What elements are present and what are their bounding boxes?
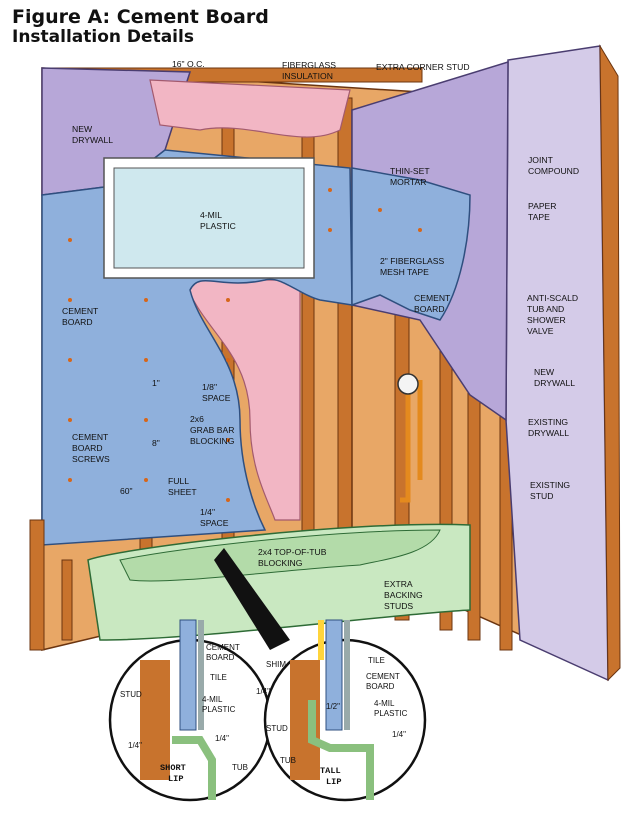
callout-labels: 16" O.C. FIBERGLASS INSULATION EXTRA COR… [62,59,579,611]
label-existing-stud-2: STUD [530,491,553,501]
label-eighth-space-1: 1/8" [202,382,217,392]
label-screws-2: BOARD [72,443,103,453]
short-stud: STUD [120,690,142,699]
label-eight-inch: 8" [152,438,160,448]
label-thinset-mortar-2: MORTAR [390,177,426,187]
label-grab-bar-3: BLOCKING [190,436,235,446]
label-valve-3: SHOWER [527,315,566,325]
label-joint-compound-1: JOINT [528,155,554,165]
label-new-drywall-right-1: NEW [534,367,555,377]
short-plastic-1: 4-MIL [202,695,223,704]
short-tub: TUB [232,763,248,772]
label-quarter-space-1: 1/4" [200,507,215,517]
label-screws-3: SCREWS [72,454,110,464]
tall-plastic-2: PLASTIC [374,709,408,718]
tall-plastic-1: 4-MIL [374,699,395,708]
label-new-drywall-right-2: DRYWALL [534,378,575,388]
short-lip-2: LIP [168,774,183,784]
label-existing-drywall-2: DRYWALL [528,428,569,438]
tall-lip-2: LIP [326,777,341,787]
label-mesh-tape-1: 2" FIBERGLASS [380,256,444,266]
label-cement-board-left-2: BOARD [62,317,93,327]
cement-board-right [351,167,471,321]
label-full-sheet-1: FULL [168,476,189,486]
foreground-studs [29,519,73,651]
label-sixty-inch: 60" [120,486,133,496]
label-fiberglass-insulation-1: FIBERGLASS [282,60,336,70]
label-cement-board-right-1: CEMENT [414,293,451,303]
label-backing-studs-1: EXTRA [384,579,413,589]
tall-cement-board-2: BOARD [366,682,395,691]
tall-lip-1: TALL [320,766,341,776]
cement-board-screws [68,188,422,502]
label-tub-blocking-2: BLOCKING [258,558,303,568]
label-backing-studs-2: BACKING [384,590,423,600]
label-backing-studs-3: STUDS [384,601,413,611]
label-existing-stud-1: EXISTING [530,480,570,490]
label-new-drywall-left-2: DRYWALL [72,135,113,145]
label-cement-board-right-2: BOARD [414,304,445,314]
label-one-inch: 1" [152,378,160,388]
shower-valve [397,373,423,503]
label-tub-blocking-1: 2x4 TOP-OF-TUB [258,547,327,557]
short-cement-board-2: BOARD [206,653,235,662]
label-paper-tape-2: TAPE [528,212,550,222]
detail-short-labels: CEMENT BOARD TILE STUD 4-MIL PLASTIC 1/4… [120,643,248,784]
label-mesh-tape-2: MESH TAPE [380,267,429,277]
short-cement-board-1: CEMENT [206,643,240,652]
tall-half-inch: 1/2" [326,702,340,711]
label-full-sheet-2: SHEET [168,487,197,497]
short-gap-b: 1/4" [215,734,229,743]
tall-gap-b: 1/4" [392,730,406,739]
tall-tile: TILE [368,656,385,665]
label-cement-board-left-1: CEMENT [62,306,99,316]
short-plastic-2: PLASTIC [202,705,236,714]
label-valve-4: VALVE [527,326,554,336]
label-existing-drywall-1: EXISTING [528,417,568,427]
short-lip-1: SHORT [160,763,186,773]
label-eighth-space-2: SPACE [202,393,231,403]
label-oc-spacing: 16" O.C. [172,59,205,69]
label-new-drywall-left-1: NEW [72,124,93,134]
tall-tub: TUB [280,756,296,765]
label-quarter-space-2: SPACE [200,518,229,528]
label-grab-bar-2: GRAB BAR [190,425,234,435]
label-4mil-plastic-1: 4-MIL [200,210,222,220]
bathtub [87,523,471,641]
existing-drywall [505,45,609,682]
fiberglass-insulation [184,279,301,521]
label-joint-compound-2: COMPOUND [528,166,579,176]
short-gap-a: 1/4" [128,741,142,750]
label-grab-bar-1: 2x6 [190,414,204,424]
detail-short-lip [108,619,272,802]
figure-title: Figure A: Cement Board [12,6,269,28]
label-valve-2: TUB AND [527,304,564,314]
label-fiberglass-insulation-2: INSULATION [282,71,333,81]
tall-cement-board-1: CEMENT [366,672,400,681]
label-extra-corner-stud: EXTRA CORNER STUD [376,62,470,72]
label-paper-tape-1: PAPER [528,201,557,211]
window [103,157,315,279]
tall-shim: SHIM [266,660,286,669]
tall-gap-a: 1/4" [256,687,270,696]
detail-tall-lip [263,619,427,802]
label-4mil-plastic-2: PLASTIC [200,221,236,231]
label-thinset-mortar-1: THIN-SET [390,166,430,176]
label-valve-1: ANTI-SCALD [527,293,578,303]
figure-subtitle: Installation Details [12,27,194,47]
short-tile: TILE [210,673,227,682]
label-screws-1: CEMENT [72,432,109,442]
tall-stud: STUD [266,724,288,733]
detail-tall-labels: SHIM TILE 1/4" CEMENT BOARD 1/2" 4-MIL P… [256,656,408,787]
